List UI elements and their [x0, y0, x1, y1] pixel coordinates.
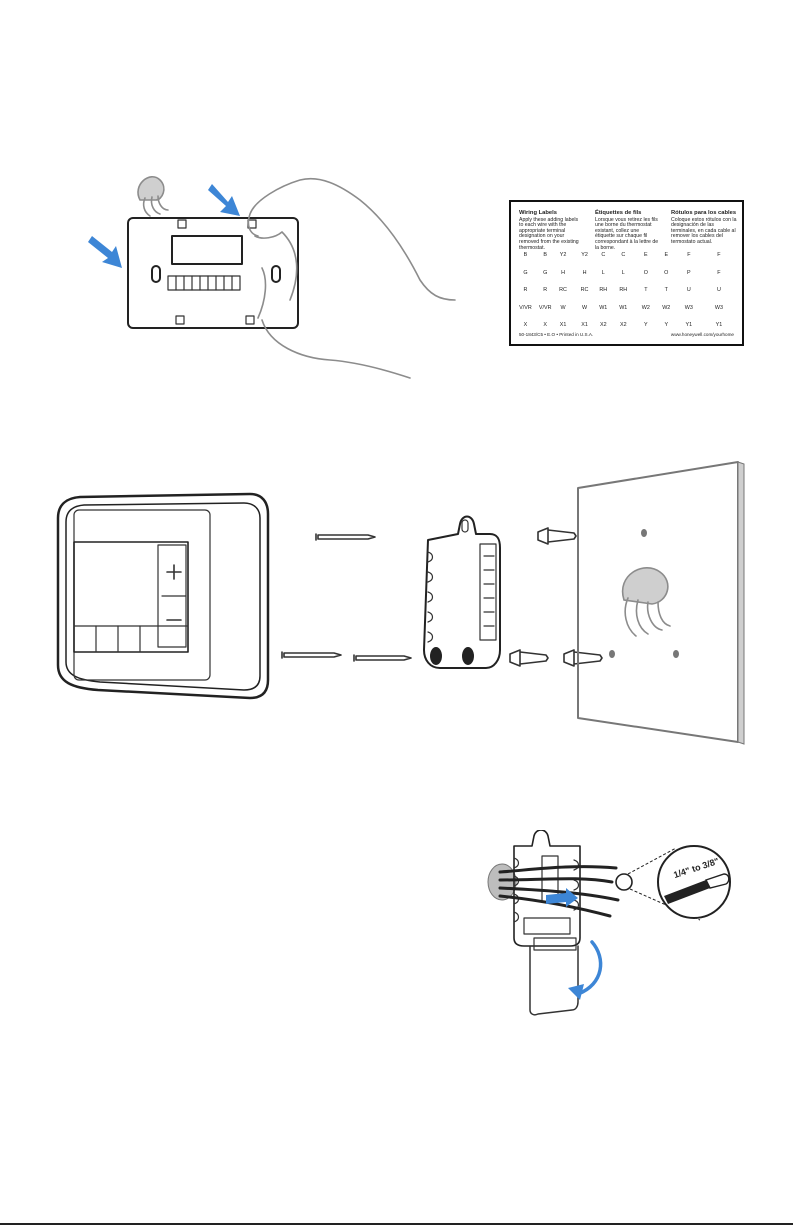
label-cell: Y1 [685, 322, 693, 328]
label-cell: Y2 [559, 252, 567, 258]
label-cell: RH [599, 287, 608, 293]
label-cell: W1 [599, 304, 608, 311]
label-cell: T [644, 287, 648, 293]
label-cell: W3 [714, 304, 723, 311]
label-cell: X1 [559, 322, 567, 328]
label-cell: RC [580, 287, 589, 293]
label-cell: V/VR [538, 304, 552, 311]
wire-insertion-illustration: 1/4" to 3/8" [487, 830, 731, 1016]
label-footer-right: www.honeywell.com/yourhome [670, 332, 734, 337]
label-row: X X X1 X1 X2 X2 Y Y Y1 Y1 [519, 322, 734, 330]
label-cell: X [523, 322, 528, 328]
rolled-label-icon [137, 176, 169, 217]
label-cell: E [644, 252, 648, 258]
label-cell: X2 [599, 322, 607, 328]
label-cell: C [601, 252, 606, 258]
label-cell: L [621, 269, 625, 276]
label-cell: V/VR [519, 304, 532, 311]
label-cell: L [601, 269, 605, 276]
label-cell: C [621, 252, 626, 258]
label-cell: G [543, 269, 548, 276]
wallplate-removal-illustration [88, 176, 456, 379]
label-cell: X1 [581, 322, 588, 328]
label-cell: T [664, 287, 668, 293]
thermostat-wires [498, 865, 620, 918]
mounting-exploded-illustration [56, 461, 745, 745]
label-cell: R [543, 287, 548, 293]
plus-icon [166, 564, 182, 580]
label-cell: X2 [619, 322, 627, 328]
label-cell: W3 [684, 304, 693, 311]
wallplate-side [423, 515, 501, 669]
wall-panel [577, 461, 745, 745]
label-cell: Y2 [581, 252, 588, 258]
label-cell: X [543, 322, 548, 328]
label-cell: F [717, 269, 721, 276]
label-cell: H [561, 269, 566, 276]
wallplate-door [529, 937, 579, 1016]
label-cell: E [664, 252, 669, 258]
rolled-label-icon [621, 567, 671, 637]
arrow-icon [576, 940, 603, 996]
label-cell: H [582, 269, 587, 276]
thermostat-unit [56, 492, 270, 700]
page-bottom-rule [0, 1223, 793, 1225]
label-cell: W2 [641, 304, 650, 311]
screw [281, 533, 412, 662]
label-cell: B [523, 252, 528, 258]
label-cell: W [582, 304, 588, 311]
label-cell: B [543, 252, 548, 258]
label-cell: R [523, 287, 528, 293]
label-cell: Y1 [715, 322, 723, 328]
label-row: R R RC RC RH RH T T U U [519, 287, 734, 295]
arrow-icon [546, 888, 578, 907]
label-cell: W [560, 304, 566, 311]
label-cell: F [687, 252, 691, 258]
label-cell: G [523, 269, 528, 276]
label-cell: W2 [662, 304, 671, 311]
wall-anchor [509, 527, 603, 667]
label-cell: F [717, 252, 721, 258]
label-cell: W1 [619, 304, 628, 311]
label-row: B B Y2 Y2 C C E E F F [519, 252, 734, 260]
label-cell: O [643, 269, 648, 276]
label-cell: O [664, 269, 669, 276]
label-cell: U [716, 287, 721, 293]
wallplate-back [127, 217, 299, 329]
label-cell: P [687, 269, 691, 276]
wallplate-front [513, 830, 581, 947]
label-footer-left: 50-1843/C5 • E.O • Printed in U.S.A. [519, 332, 594, 337]
label-cell: U [686, 287, 691, 293]
label-cell: Y [664, 322, 669, 328]
label-row: V/VR V/VR W W W1 W1 W2 W2 W3 W3 [519, 305, 734, 313]
arrow-icon [88, 184, 240, 268]
label-cell: RH [619, 287, 628, 293]
label-cell: RC [559, 287, 567, 293]
hand-sketch [247, 177, 456, 379]
label-cell: Y [644, 322, 648, 328]
